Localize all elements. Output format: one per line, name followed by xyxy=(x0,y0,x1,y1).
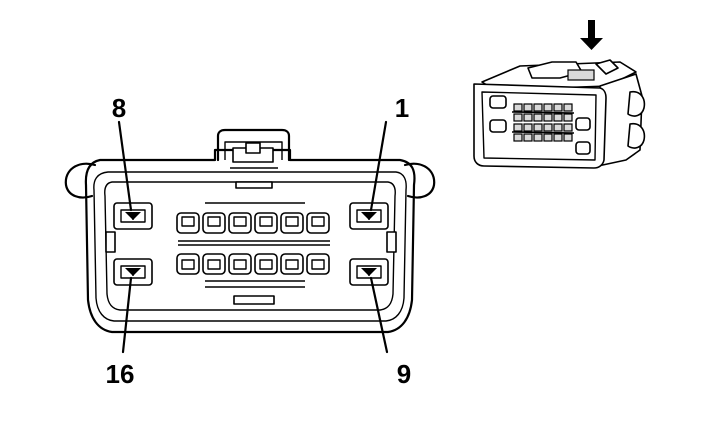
down-arrow-icon xyxy=(580,20,603,50)
leader-line-9 xyxy=(369,276,389,354)
face-terminal xyxy=(575,117,591,131)
face-small-terminals xyxy=(513,103,573,142)
pin-label-16: 16 xyxy=(106,359,135,389)
large-terminal-16 xyxy=(113,258,153,286)
pin-label-1: 1 xyxy=(395,93,409,123)
pin-label-9: 9 xyxy=(397,359,411,389)
large-terminal-9 xyxy=(349,258,389,286)
small-terminals-bottom-row xyxy=(176,253,330,275)
leader-line-1 xyxy=(369,120,388,212)
connector-face xyxy=(64,120,436,354)
face-terminal xyxy=(575,141,591,155)
leader-line-16 xyxy=(121,276,133,354)
pin-label-8: 8 xyxy=(112,93,126,123)
face-terminal xyxy=(489,95,507,109)
large-terminal-8 xyxy=(113,202,153,230)
large-terminal-1 xyxy=(349,202,389,230)
leader-line-8 xyxy=(117,120,133,212)
connector-perspective-view xyxy=(473,20,646,169)
small-terminals-top-row xyxy=(176,212,330,234)
face-terminal xyxy=(489,119,507,133)
